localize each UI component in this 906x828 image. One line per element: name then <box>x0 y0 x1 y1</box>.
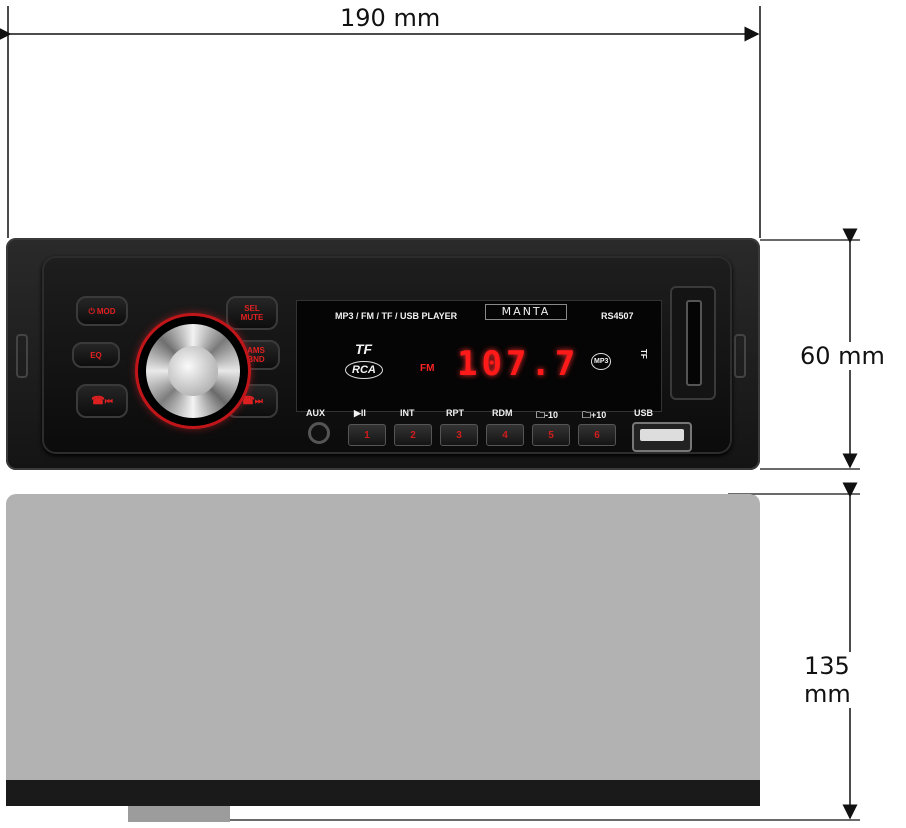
folder-down-label: 🗀-10 <box>536 410 559 420</box>
aux-input-jack[interactable] <box>308 422 330 444</box>
power-icon: ⏻ <box>88 306 95 316</box>
call-reject-icon: ☎ <box>91 394 105 407</box>
select-mute-button[interactable]: SEL MUTE <box>226 296 278 330</box>
intro-label: INT <box>400 408 415 418</box>
preset-button-4[interactable]: 4 <box>486 424 524 446</box>
folder-up-label: 🗀+10 <box>582 410 607 420</box>
mp3-music-icon: MP3 <box>591 353 612 370</box>
usb-port[interactable] <box>632 422 692 452</box>
play-pause-label: ▶II <box>354 408 366 418</box>
usb-port-contacts <box>640 429 684 441</box>
tf-card-slit <box>686 300 702 386</box>
radio-chassis-body <box>6 494 760 800</box>
preset-button-1[interactable]: 1 <box>348 424 386 446</box>
preset-button-2[interactable]: 2 <box>394 424 432 446</box>
chassis-foot <box>128 806 230 822</box>
usb-label: USB <box>634 408 654 418</box>
tf-side-label: TF <box>639 349 648 359</box>
right-mount-clip <box>734 334 746 378</box>
depth-label: 135 mm <box>800 652 906 708</box>
tf-card-slot[interactable] <box>670 286 716 400</box>
folder-icon: 🗀 <box>536 410 546 420</box>
model-label: RS4507 <box>601 311 634 321</box>
repeat-label: RPT <box>446 408 464 418</box>
width-label: 190 mm <box>336 4 445 32</box>
mode-button[interactable]: ⏻ MOD <box>76 296 128 326</box>
volume-knob-cap <box>168 346 218 396</box>
lcd-display: MP3 / FM / TF / USB PLAYER MANTA RS4507 … <box>296 300 662 412</box>
chassis-base <box>6 780 760 806</box>
front-height-label: 60 mm <box>796 342 889 370</box>
volume-knob[interactable] <box>138 316 248 426</box>
random-label: RDM <box>492 408 513 418</box>
call-answer-icon: ☎ <box>241 394 255 407</box>
eq-button[interactable]: EQ <box>72 342 120 368</box>
aux-label: AUX <box>306 408 326 418</box>
preset-button-5[interactable]: 5 <box>532 424 570 446</box>
preset-button-3[interactable]: 3 <box>440 424 478 446</box>
rca-indicator: RCA <box>345 361 383 379</box>
player-type-label: MP3 / FM / TF / USB PLAYER <box>335 311 458 321</box>
tf-indicator: TF <box>355 341 373 357</box>
preset-button-6[interactable]: 6 <box>578 424 616 446</box>
frequency-readout: 107.7 <box>457 344 580 384</box>
brand-logo: MANTA <box>485 304 567 320</box>
radio-front-panel: ⏻ MOD SEL MUTE EQ AMS BND ☎ ⏮ ☎ ⏭ MP3 / … <box>6 238 760 470</box>
folder-icon: 🗀 <box>582 410 592 420</box>
prev-track-button[interactable]: ☎ ⏮ <box>76 384 128 418</box>
band-indicator: FM <box>420 363 435 374</box>
volume-knob-dial <box>146 324 240 418</box>
faceplate: ⏻ MOD SEL MUTE EQ AMS BND ☎ ⏮ ☎ ⏭ MP3 / … <box>42 256 732 454</box>
left-mount-clip <box>16 334 28 378</box>
